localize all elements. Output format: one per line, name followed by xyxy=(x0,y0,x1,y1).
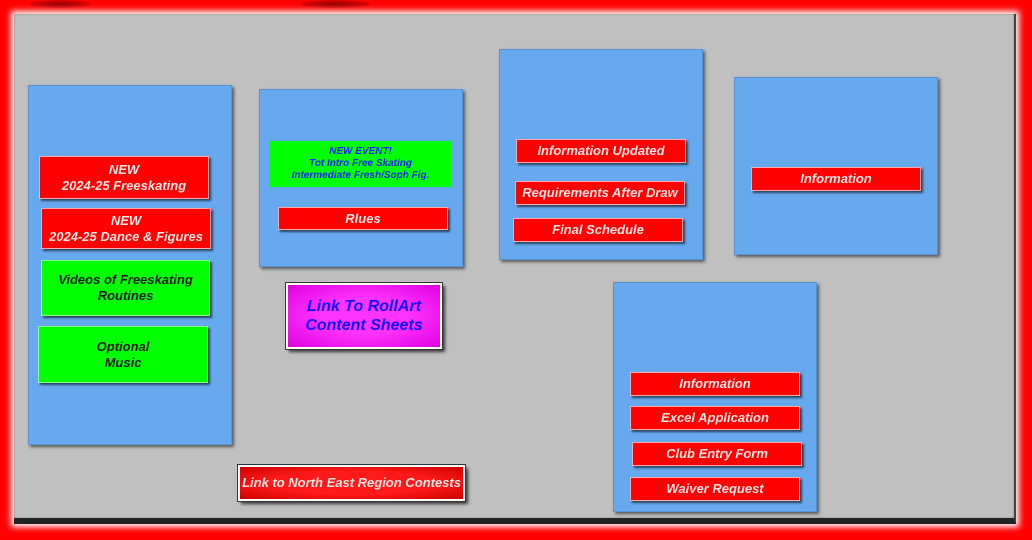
optional-music-line-2: Music xyxy=(104,354,142,370)
final-schedule-label: Final Schedule xyxy=(552,222,644,237)
excel-application-label: Excel Application xyxy=(661,410,769,425)
rollart-line-2: Content Sheets xyxy=(305,317,423,334)
final-schedule-button[interactable]: Final Schedule xyxy=(513,218,683,242)
rules-button[interactable]: Rlues xyxy=(278,207,448,230)
information-label: Information xyxy=(800,171,872,186)
information-updated-label: Information Updated xyxy=(537,143,665,158)
club-entry-form-label: Club Entry Form xyxy=(666,446,768,461)
information-button[interactable]: Information xyxy=(751,167,921,191)
requirements-after-draw-button[interactable]: Requirements After Draw xyxy=(515,181,685,205)
optional-music-button[interactable]: Optional Music xyxy=(38,326,208,383)
entry-information-label: Information xyxy=(679,376,751,391)
waiver-request-label: Waiver Request xyxy=(666,481,764,496)
information-updated-button[interactable]: Information Updated xyxy=(516,139,686,163)
excel-application-button[interactable]: Excel Application xyxy=(630,406,800,430)
new-dance-line-1: NEW xyxy=(110,212,142,228)
videos-line-2: Routines xyxy=(97,288,154,303)
north-east-region-link[interactable]: Link to North East Region Contests xyxy=(237,464,466,502)
new-event-line-2: Tot Intro Free Skating xyxy=(309,158,412,169)
new-freeskating-line-1: NEW xyxy=(108,161,140,177)
club-entry-form-button[interactable]: Club Entry Form xyxy=(632,442,802,466)
waiver-request-button[interactable]: Waiver Request xyxy=(630,477,800,501)
new-freeskating-line-2: 2024-25 Freeskating xyxy=(61,177,187,193)
panel-entry xyxy=(613,282,817,512)
north-east-label: Link to North East Region Contests xyxy=(242,475,461,490)
new-freeskating-button[interactable]: NEW 2024-25 Freeskating xyxy=(39,156,209,199)
new-dance-line-2: 2024-25 Dance & Figures xyxy=(49,228,203,244)
new-event-line-1: NEW EVENT! xyxy=(329,146,392,157)
entry-information-button[interactable]: Information xyxy=(630,372,800,396)
requirements-label: Requirements After Draw xyxy=(522,185,678,200)
rollart-line-1: Link To RollArt xyxy=(306,298,422,315)
panel-information xyxy=(734,77,938,255)
rollart-content-sheets-link[interactable]: Link To RollArt Content Sheets xyxy=(285,282,443,350)
videos-line-1: Videos of Freeskating xyxy=(58,272,193,287)
new-event-line-3: Intermediate Fresh/Soph Fig. xyxy=(291,170,430,181)
top-glow-right xyxy=(300,0,370,8)
top-glow-left xyxy=(30,0,90,8)
new-event-banner: NEW EVENT! Tot Intro Free Skating Interm… xyxy=(270,141,451,187)
videos-freeskating-button[interactable]: Videos of Freeskating Routines xyxy=(41,260,210,316)
rules-label: Rlues xyxy=(345,210,381,226)
optional-music-line-1: Optional xyxy=(96,338,150,354)
new-dance-figures-button[interactable]: NEW 2024-25 Dance & Figures xyxy=(41,208,211,249)
